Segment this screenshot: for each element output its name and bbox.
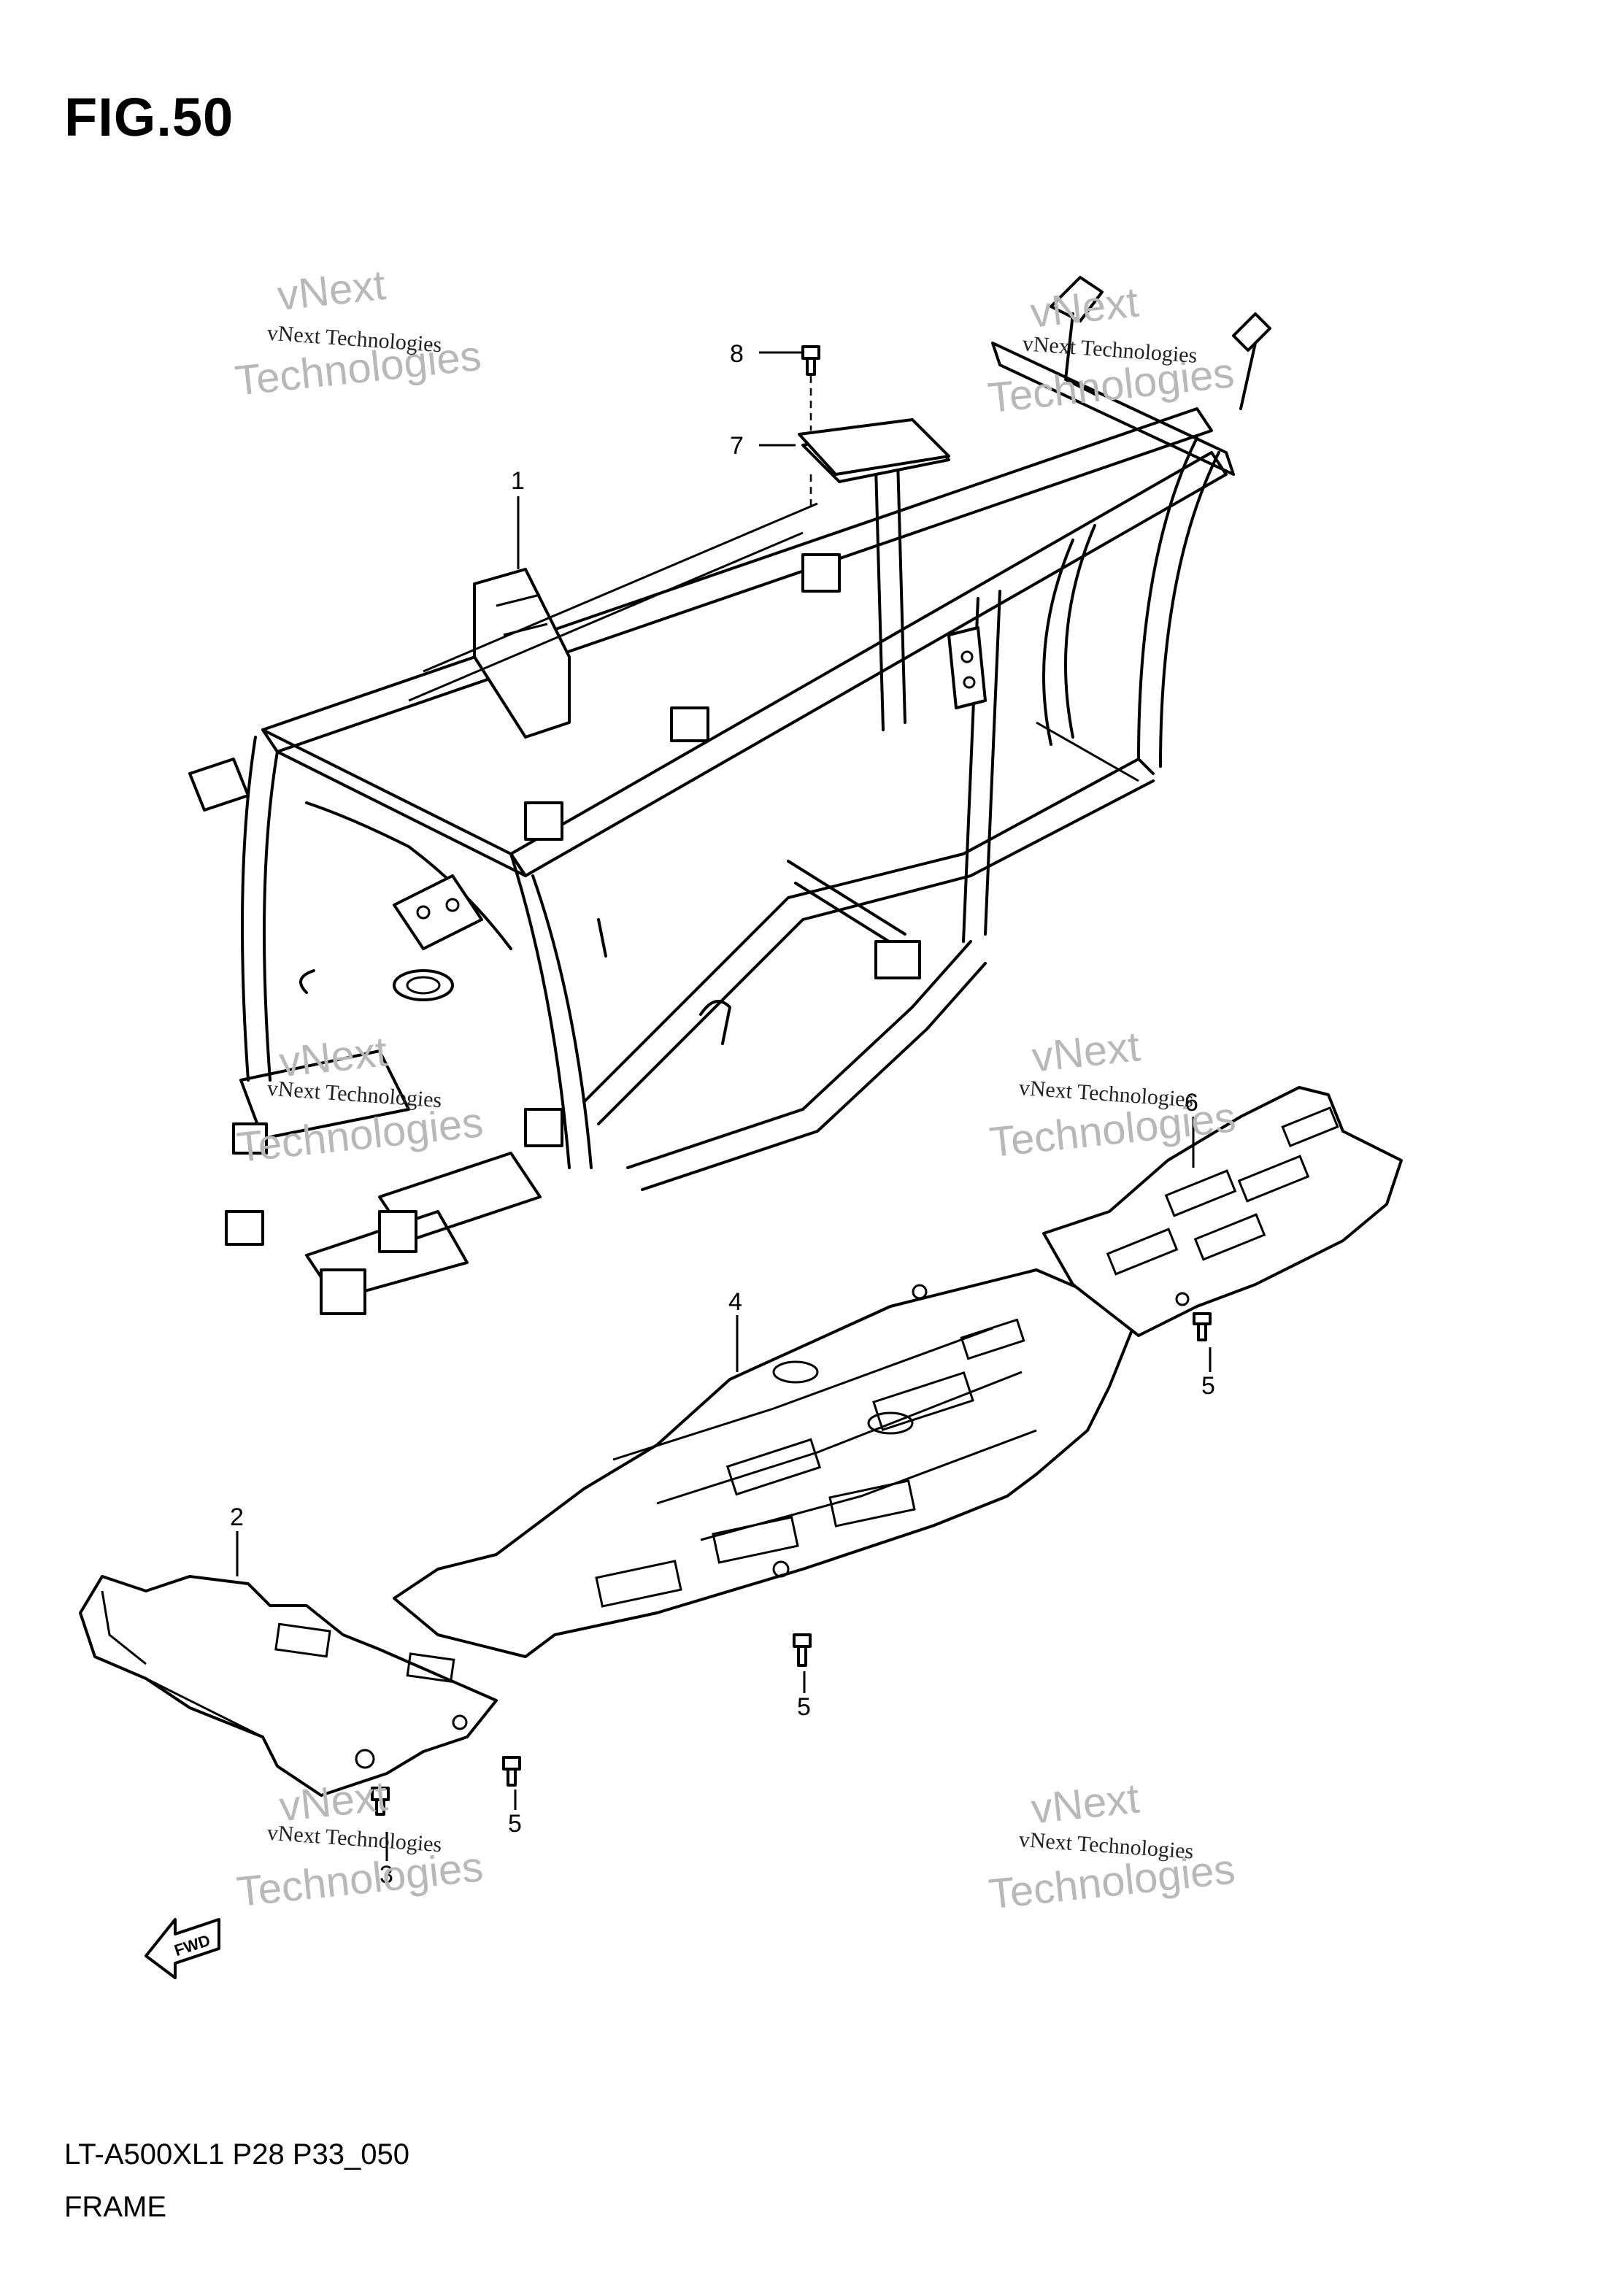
- nut-part-3: [371, 1787, 390, 1816]
- bolt-part-8: [801, 345, 820, 376]
- svg-text:vNext: vNext: [1030, 1022, 1142, 1081]
- callout-5-rear: 5: [1201, 1372, 1215, 1400]
- bolt-part-5-front: [502, 1756, 521, 1787]
- svg-text:vNext: vNext: [277, 1772, 390, 1830]
- callout-5-center: 5: [797, 1693, 811, 1721]
- front-skid-plate-part-2: [79, 1575, 498, 1797]
- callout-6: 6: [1185, 1089, 1198, 1117]
- callout-7: 7: [730, 432, 744, 460]
- fwd-arrow-icon: FWD: [145, 1918, 220, 1979]
- svg-text:Technologies: Technologies: [234, 1098, 485, 1171]
- callout-2: 2: [230, 1503, 244, 1531]
- callout-8: 8: [730, 340, 744, 368]
- bracket-part-7: [798, 418, 950, 476]
- svg-text:vNext: vNext: [277, 1028, 390, 1086]
- svg-text:vNext: vNext: [1029, 1774, 1141, 1833]
- section-name: FRAME: [64, 2191, 166, 2223]
- callout-1: 1: [511, 467, 525, 495]
- svg-text:vNext: vNext: [1028, 278, 1141, 336]
- svg-text:Technologies: Technologies: [234, 1843, 485, 1916]
- model-code: LT-A500XL1 P28 P33_050: [64, 2138, 409, 2170]
- svg-text:vNext: vNext: [275, 261, 388, 320]
- bolt-part-5-center: [793, 1633, 812, 1667]
- watermark-small-bottom-left: vNext Technologies: [266, 1821, 443, 1857]
- figure-title: FIG.50: [64, 87, 234, 147]
- bolt-part-5-rear: [1193, 1312, 1212, 1341]
- watermark-small-mid-left: vNext Technologies: [266, 1076, 443, 1113]
- frame-assembly: [188, 276, 1271, 1315]
- rear-skid-plate-part-6: [1042, 1086, 1403, 1337]
- callout-5-front: 5: [508, 1810, 522, 1838]
- callout-3: 3: [380, 1861, 393, 1889]
- callout-4: 4: [728, 1288, 742, 1316]
- main-skid-plate-part-4: [393, 1268, 1140, 1658]
